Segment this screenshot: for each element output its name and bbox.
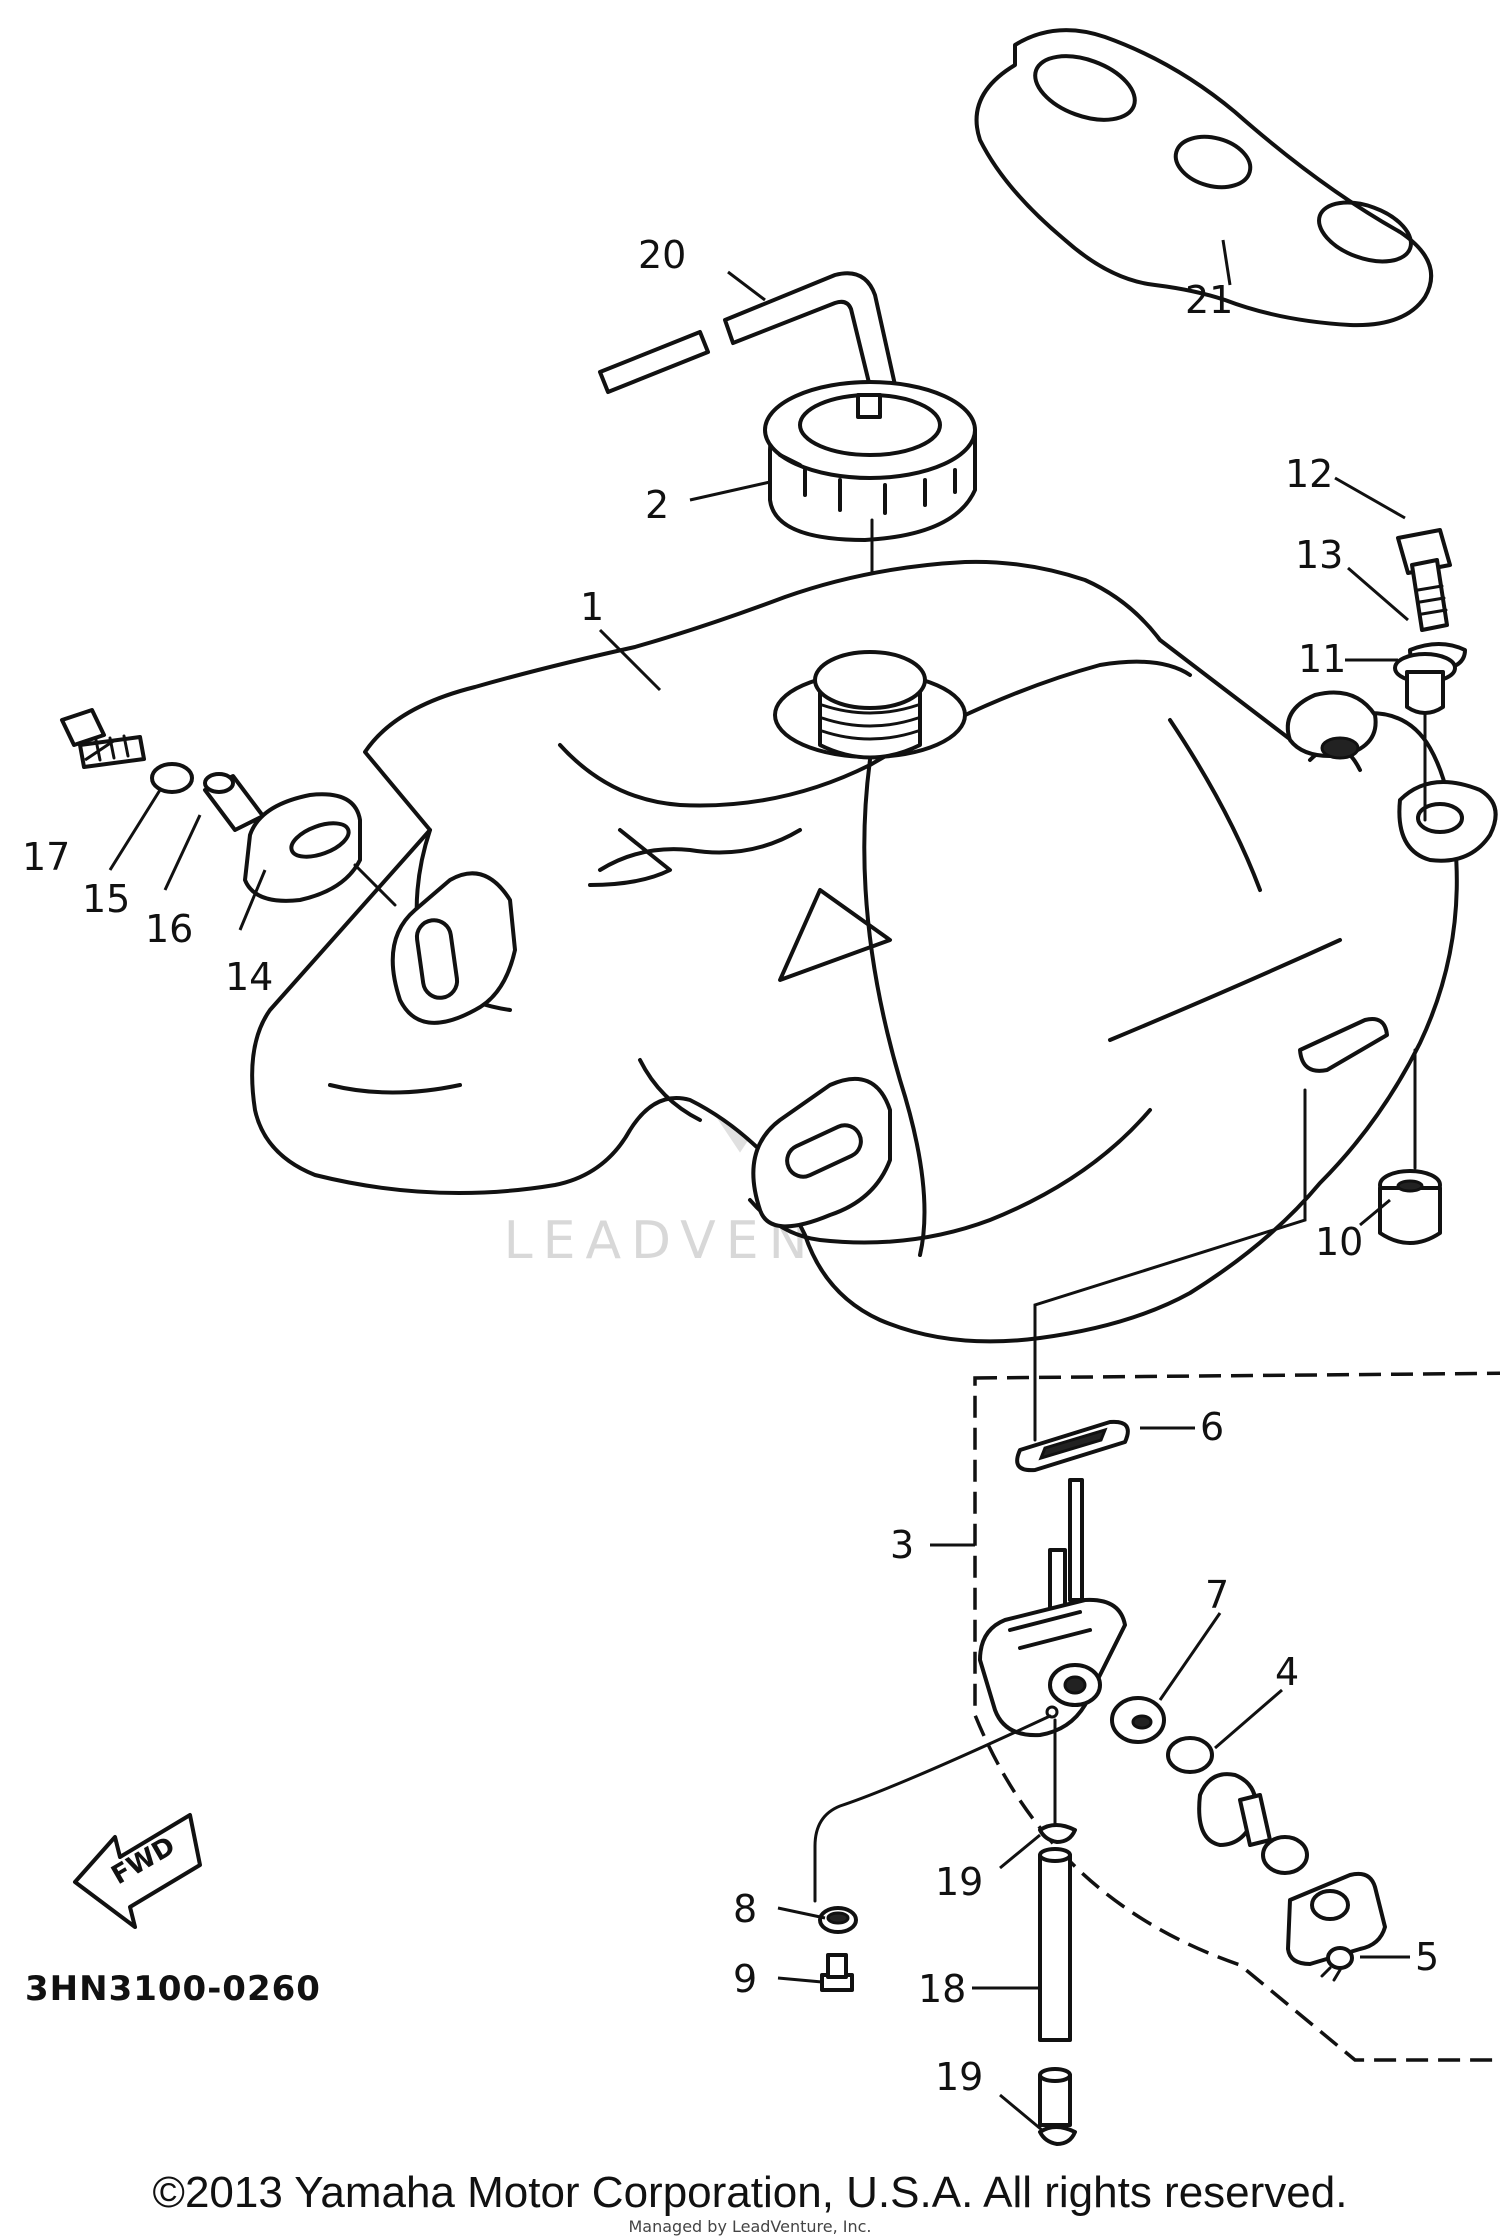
washer-8-leader <box>813 1714 1052 1903</box>
part-14-damper <box>243 792 362 903</box>
callout-19-lower: 19 <box>935 2055 983 2099</box>
watermark-small: Managed by LeadVenture, Inc. <box>628 2217 871 2236</box>
part-1-fuel-tank <box>250 559 1498 1344</box>
part-11-collar <box>1393 652 1457 715</box>
part-18-fuel-hose <box>1038 1847 1072 2042</box>
part-12-bolt <box>1396 528 1452 632</box>
fuel-cock-lever <box>1197 1772 1272 1847</box>
callout-leaders <box>84 239 1410 2132</box>
part-19-clamp-lower <box>1038 2125 1077 2146</box>
damper-14-leader <box>353 863 397 907</box>
part-8-washer <box>818 1906 858 1934</box>
callout-10: 10 <box>1315 1220 1363 1264</box>
part-4-o-ring <box>1166 1736 1214 1774</box>
part-5-screw <box>1320 1946 1354 1982</box>
part-7-seal <box>1110 1696 1166 1744</box>
diagram-code: 3HN3100-0260 <box>25 1969 321 2009</box>
callout-18: 18 <box>918 1967 966 2011</box>
part-17-bolt <box>60 708 146 769</box>
callout-13: 13 <box>1295 533 1343 577</box>
callout-17: 17 <box>22 835 70 879</box>
part-16-collar <box>203 772 265 832</box>
callout-9: 9 <box>733 1957 757 2001</box>
callout-15: 15 <box>82 877 130 921</box>
callout-6: 6 <box>1200 1405 1224 1449</box>
fwd-arrow-icon: FWD <box>73 1813 202 1929</box>
callout-20: 20 <box>638 233 686 277</box>
callout-3: 3 <box>890 1523 914 1567</box>
callout-labels: 20 21 2 1 12 13 11 10 6 3 7 4 5 8 9 19 1… <box>22 233 1439 2099</box>
fuel-cock-o-ring-2 <box>1261 1835 1309 1875</box>
callout-21: 21 <box>1185 278 1233 322</box>
gasket-leader <box>1033 1088 1307 1442</box>
hose-end-top <box>1038 2067 1072 2083</box>
callout-7: 7 <box>1205 1573 1229 1617</box>
part-6-gasket <box>1015 1419 1130 1473</box>
part-15-washer <box>150 762 194 794</box>
callout-5: 5 <box>1415 1935 1439 1979</box>
callout-14: 14 <box>225 955 273 999</box>
part-10-damper <box>1378 1169 1442 1245</box>
part-3-fuel-cock <box>978 1478 1127 1738</box>
fuel-cock-box <box>973 1371 1500 2062</box>
callout-11: 11 <box>1298 637 1346 681</box>
callout-4: 4 <box>1275 1650 1299 1694</box>
callout-1: 1 <box>580 585 604 629</box>
callout-12: 12 <box>1285 452 1333 496</box>
drain-hole <box>1045 1705 1059 1719</box>
callout-8: 8 <box>733 1887 757 1931</box>
part-19-clamp-upper <box>1038 1823 1077 1844</box>
part-9-drain-bolt <box>820 1953 854 1992</box>
copyright-notice: ©2013 Yamaha Motor Corporation, U.S.A. A… <box>152 2168 1348 2217</box>
callout-16: 16 <box>145 907 193 951</box>
callout-2: 2 <box>645 483 669 527</box>
callout-19-upper: 19 <box>935 1860 983 1904</box>
part-20-breather-hose <box>598 271 897 394</box>
fuel-cock-cover-plate <box>1286 1871 1387 1966</box>
part-2-fuel-cap <box>763 380 977 542</box>
part-21-plate <box>974 28 1434 328</box>
